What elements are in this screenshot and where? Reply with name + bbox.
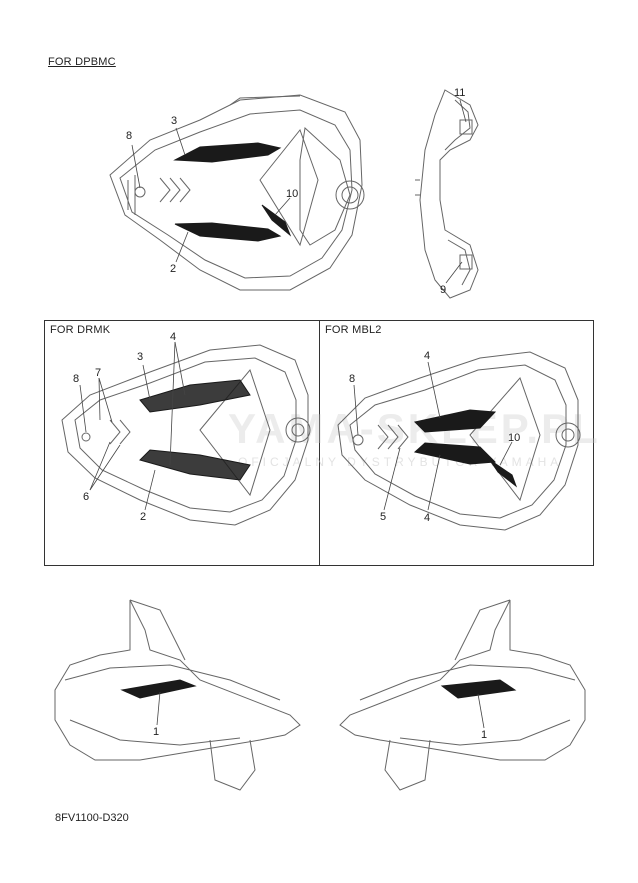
drmk-stripe-upper bbox=[139, 379, 251, 413]
callout-top-9: 9 bbox=[440, 284, 447, 296]
drmk-stripe-lower bbox=[139, 449, 251, 481]
callout-drmk-8: 8 bbox=[73, 373, 80, 385]
section-title-dpbmc: FOR DPBMC bbox=[48, 56, 116, 68]
callout-drmk-3: 3 bbox=[137, 351, 144, 363]
callout-drmk-2: 2 bbox=[140, 511, 147, 523]
dpbmc-stripe-2 bbox=[174, 222, 282, 242]
dpbmc-hood-outline bbox=[109, 94, 365, 291]
part-number: 8FV1100-D320 bbox=[55, 812, 129, 824]
dpbmc-decal-10 bbox=[261, 204, 292, 237]
dpbmc-side-panel bbox=[415, 89, 479, 299]
callout-left-fairing-1: 1 bbox=[153, 726, 160, 738]
callout-drmk-6: 6 bbox=[83, 491, 90, 503]
callout-top-2: 2 bbox=[170, 263, 177, 275]
mbl2-hood-outline bbox=[337, 351, 581, 531]
mbl2-stripe-lower bbox=[413, 442, 497, 465]
left-side-fairing bbox=[54, 599, 301, 791]
callout-top-10: 10 bbox=[286, 188, 299, 200]
callout-right-fairing-1: 1 bbox=[481, 729, 488, 741]
right-r1-logo bbox=[440, 679, 517, 699]
mbl2-decal-10 bbox=[489, 459, 518, 488]
section-title-drmk: FOR DRMK bbox=[50, 324, 111, 336]
drmk-emblem-circle bbox=[81, 432, 91, 442]
panel-mbl2 bbox=[319, 320, 594, 566]
callout-mbl2-8: 8 bbox=[349, 373, 356, 385]
section-title-mbl2: FOR MBL2 bbox=[325, 324, 382, 336]
callout-drmk-4: 4 bbox=[170, 331, 177, 343]
mbl2-stripe-upper bbox=[413, 409, 497, 433]
callout-mbl2-10: 10 bbox=[508, 432, 521, 444]
callout-top-3: 3 bbox=[171, 115, 178, 127]
right-side-fairing bbox=[339, 599, 586, 791]
dpbmc-chevrons bbox=[159, 177, 191, 203]
dpbmc-stripe-3 bbox=[173, 142, 282, 163]
callout-mbl2-5: 5 bbox=[380, 511, 387, 523]
callout-top-11: 11 bbox=[454, 87, 466, 99]
dpbmc-emblem-circle bbox=[134, 186, 146, 198]
callout-drmk-7: 7 bbox=[95, 367, 102, 379]
callout-mbl2-4-upper: 4 bbox=[424, 350, 431, 362]
drmk-chevrons bbox=[109, 419, 131, 445]
left-r1-logo bbox=[120, 679, 197, 699]
watermark-text: YAMA-SKLEP.PL bbox=[228, 405, 601, 452]
callout-mbl2-4-lower: 4 bbox=[424, 512, 431, 524]
mbl2-emblem-circle bbox=[352, 434, 364, 446]
mbl2-chevrons bbox=[377, 424, 409, 450]
callout-top-8: 8 bbox=[126, 130, 133, 142]
